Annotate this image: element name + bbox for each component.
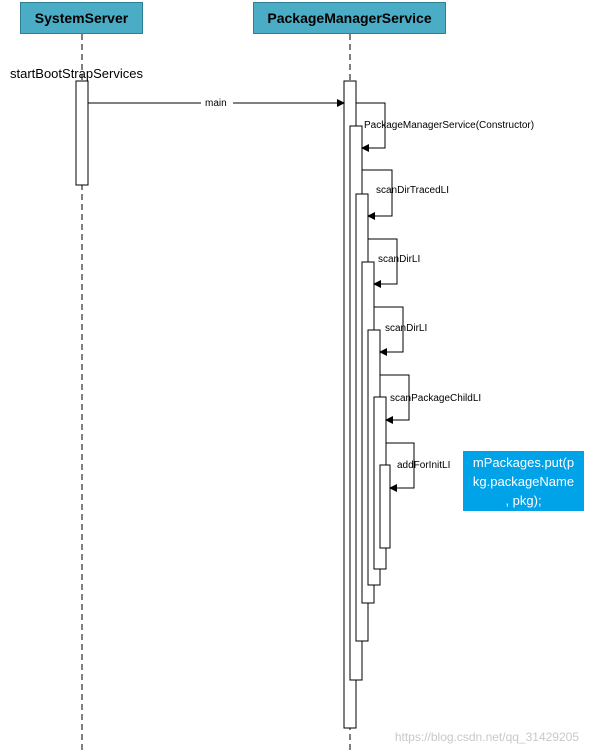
participant-label: SystemServer — [34, 10, 129, 26]
start-bootstrap-label: startBootStrapServices — [10, 66, 143, 81]
selfcall-scanpackagechild-arrow — [380, 374, 410, 424]
activation-systemserver — [75, 80, 89, 186]
selfcall-addforinit-arrow — [386, 442, 415, 492]
note-mpackages-put: mPackages.put(p kg.packageName , pkg); — [463, 451, 584, 511]
selfcall-scandir-2-label: scanDirLI — [385, 323, 427, 334]
note-line-3: , pkg); — [505, 493, 542, 508]
selfcall-scandir-2-arrow — [374, 306, 404, 356]
selfcall-constructor-label: PackageManagerService(Constructor) — [364, 120, 534, 131]
message-main-label: main — [205, 98, 227, 109]
selfcall-scandir-1-label: scanDirLI — [378, 254, 420, 265]
selfcall-scandirtraced-label: scanDirTracedLI — [376, 185, 449, 196]
selfcall-scanpackagechild-label: scanPackageChildLI — [390, 393, 481, 404]
selfcall-scandir-1-arrow — [368, 238, 398, 288]
note-line-1: mPackages.put(p — [472, 455, 575, 470]
watermark: https://blog.csdn.net/qq_31429205 — [394, 730, 579, 744]
selfcall-addforinit-label: addForInitLI — [397, 460, 450, 471]
participant-systemserver: SystemServer — [20, 2, 143, 34]
main-label-bg — [201, 96, 233, 109]
selfcall-constructor-arrow — [356, 102, 386, 152]
participant-packagemanagerservice: PackageManagerService — [253, 2, 446, 34]
participant-label: PackageManagerService — [267, 10, 432, 26]
note-line-2: kg.packageName — [472, 474, 575, 489]
selfcall-scandirtraced-arrow — [362, 169, 393, 220]
activation-addforinit — [379, 464, 391, 549]
